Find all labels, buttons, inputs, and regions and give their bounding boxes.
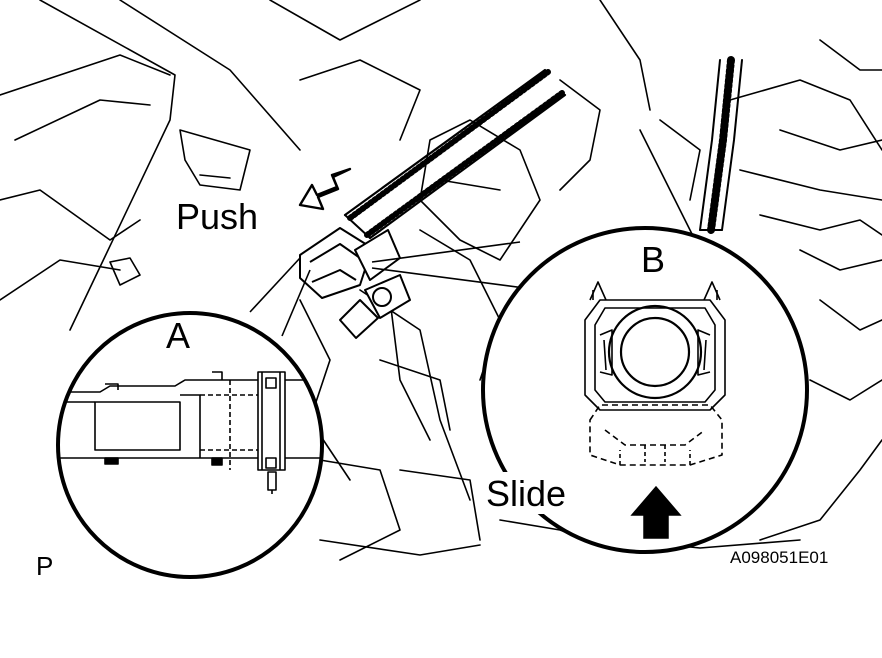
leader-lines: [249, 241, 541, 337]
corner-mark: P: [36, 551, 54, 581]
wiring-harness-right: [699, 56, 743, 234]
quick-connector: [299, 227, 411, 339]
slide-label: Slide: [486, 473, 567, 514]
detail-b-label: B: [641, 239, 666, 280]
slide-arrow-icon: [630, 485, 682, 539]
push-label: Push: [176, 196, 259, 237]
push-arrow-icon: [298, 167, 352, 211]
wiring-harness-left: [343, 68, 567, 240]
figure-code: A098051E01: [730, 548, 829, 567]
detail-circle-b: [481, 226, 809, 554]
detail-circle-a: [56, 311, 324, 579]
detail-a-label: A: [166, 315, 191, 356]
